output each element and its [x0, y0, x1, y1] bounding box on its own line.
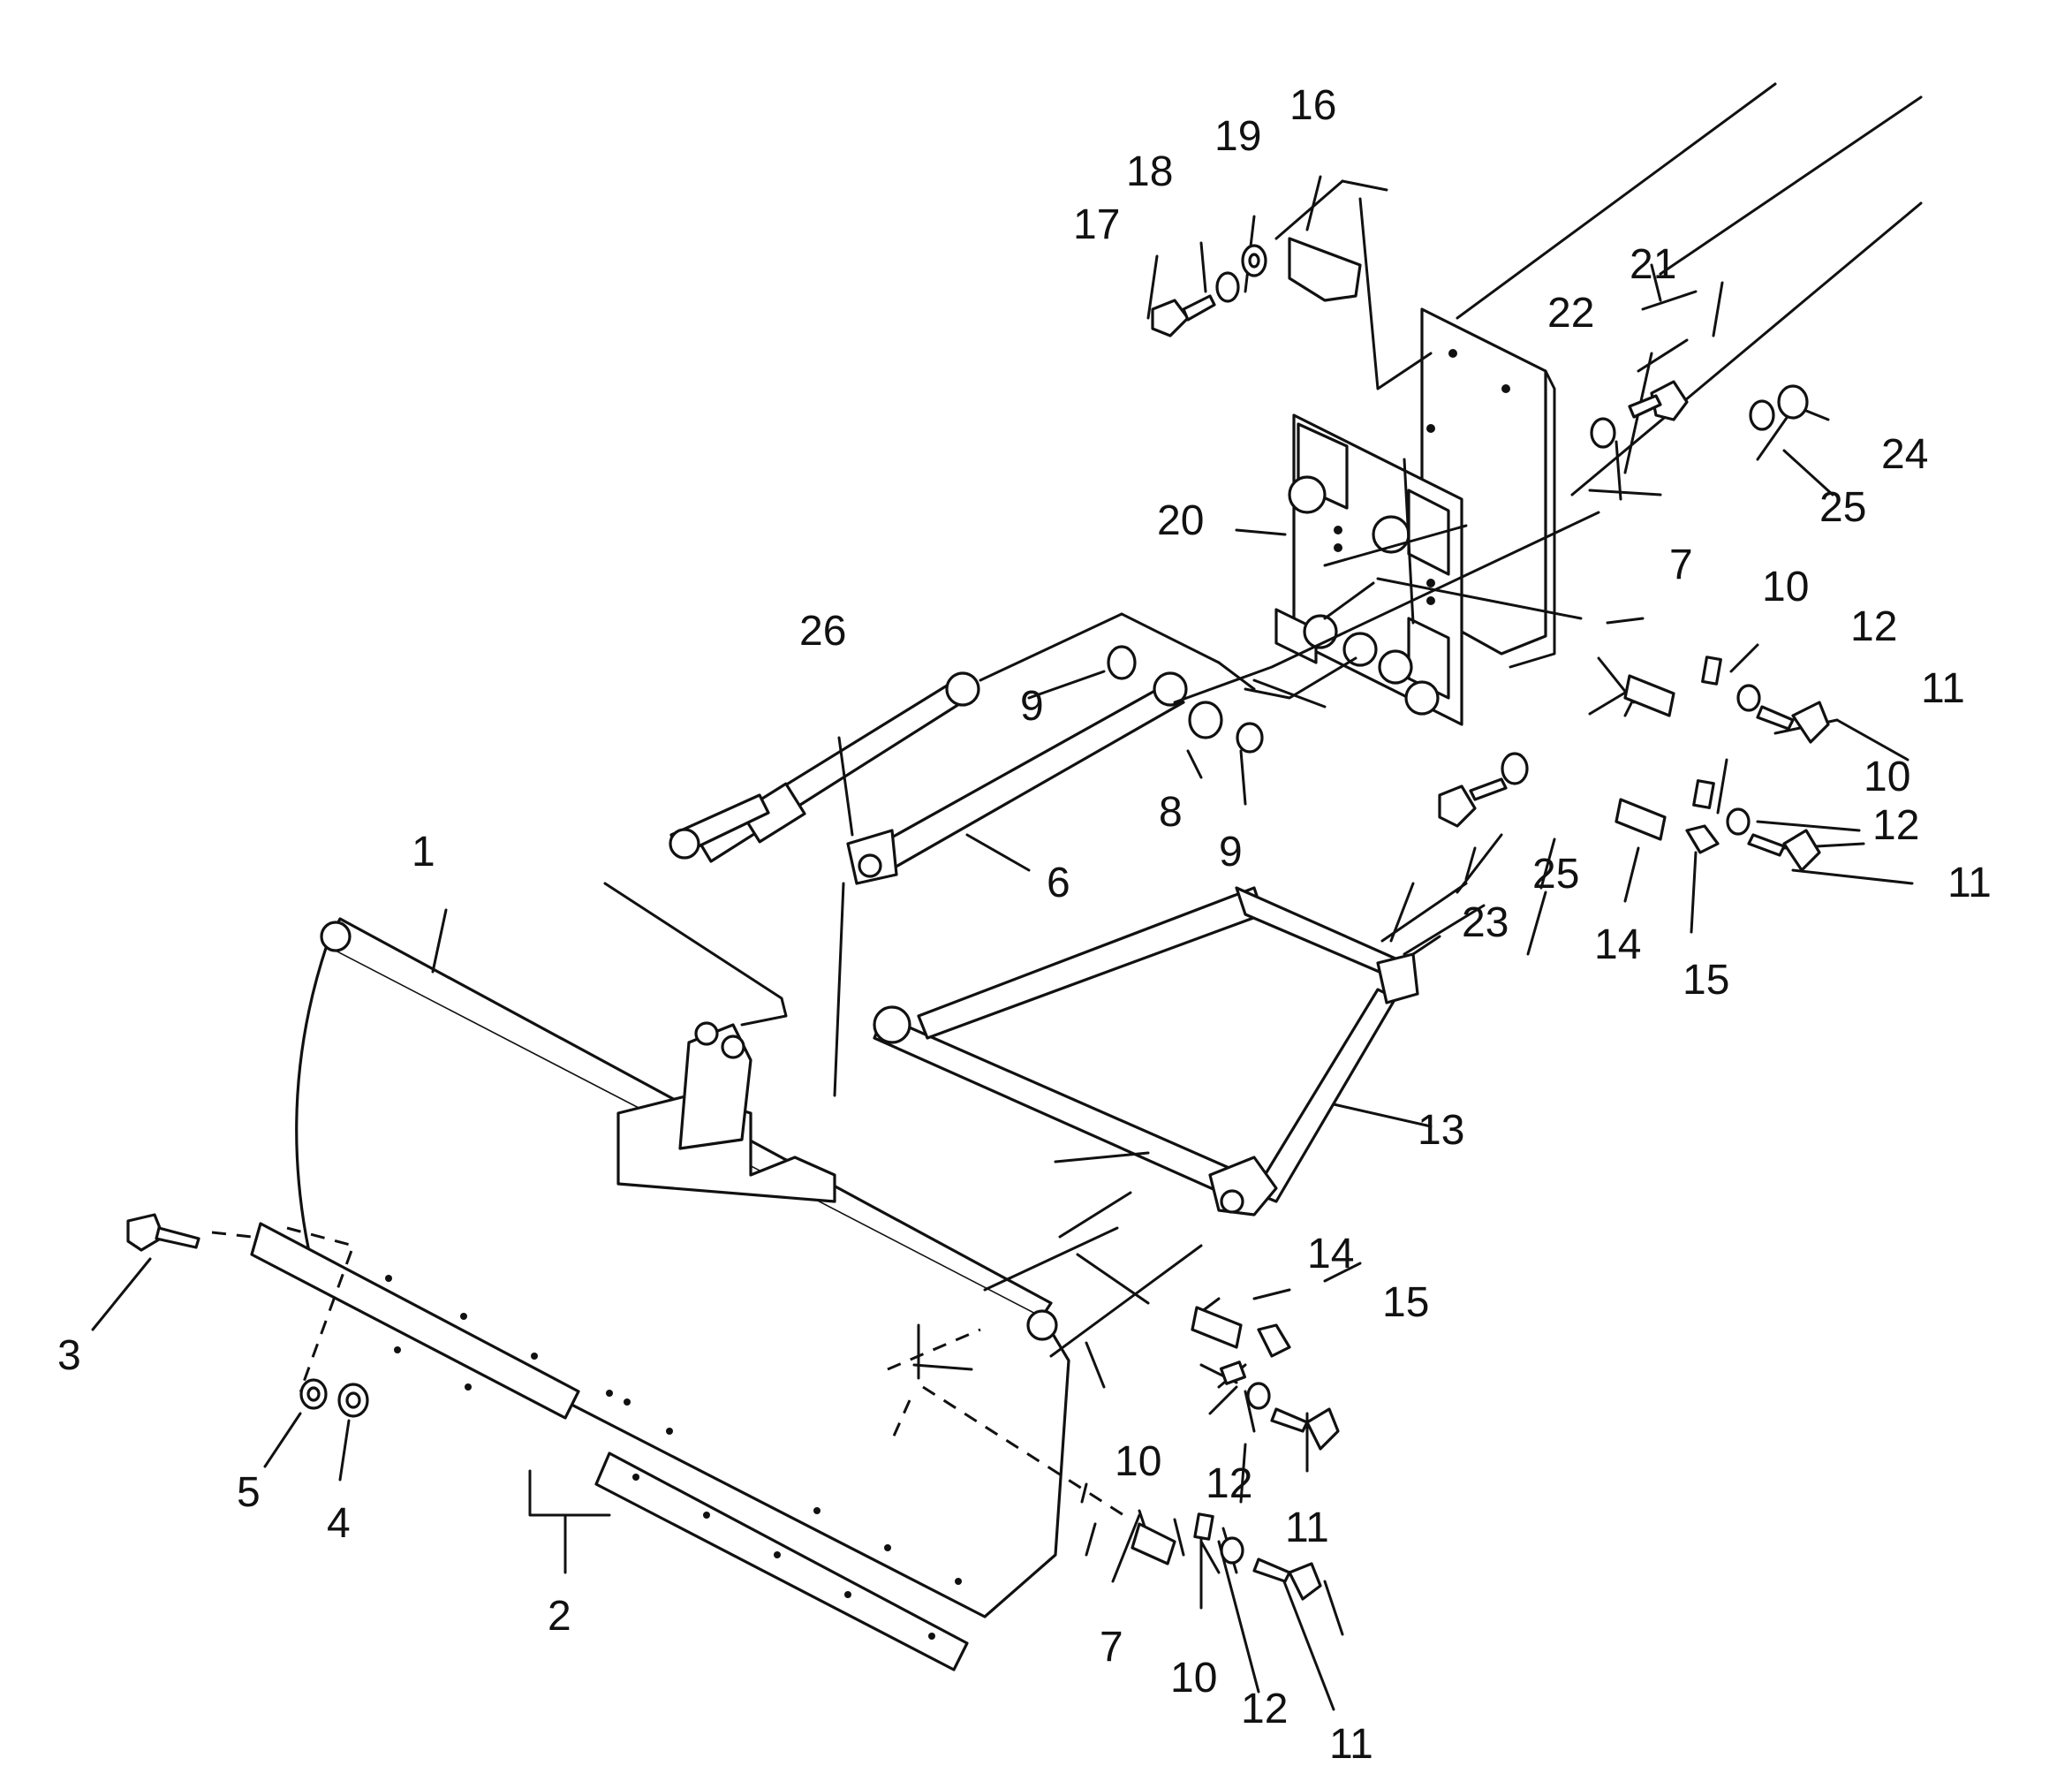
- callout-12-d: 12: [1241, 1686, 1288, 1732]
- cutting-edge-fasteners: [126, 1213, 369, 1418]
- callout-10-c: 10: [1115, 1438, 1161, 1485]
- callout-19: 19: [1214, 113, 1261, 160]
- callout-13: 13: [1418, 1107, 1464, 1154]
- callout-7-upper: 7: [1669, 542, 1693, 588]
- callout-2: 2: [548, 1593, 571, 1640]
- callout-9-left: 9: [1020, 683, 1044, 730]
- callout-21: 21: [1630, 241, 1676, 288]
- callout-12-a: 12: [1850, 603, 1897, 650]
- callout-7-lower: 7: [1100, 1624, 1123, 1671]
- cutting-edge: [250, 1222, 969, 1671]
- callout-labels: 1 2 3 4 5 6 7 7 8 9 9 10 10 10 10 11 11 …: [57, 82, 1992, 1766]
- callout-12-b: 12: [1872, 802, 1919, 849]
- callout-24: 24: [1881, 431, 1928, 478]
- blade: [295, 917, 1070, 1618]
- cross-frame: [873, 886, 1419, 1216]
- hardware: [1107, 237, 1830, 1601]
- callout-11-d: 11: [1329, 1721, 1373, 1766]
- callout-22: 22: [1547, 290, 1594, 337]
- callout-15-lower: 15: [1382, 1279, 1429, 1326]
- callout-8: 8: [1159, 789, 1183, 836]
- callout-25-upper: 25: [1819, 484, 1866, 531]
- callout-16: 16: [1289, 82, 1336, 129]
- hidden-lines: [211, 1226, 1131, 1521]
- leader-lines: [91, 175, 1914, 1711]
- callout-11-c: 11: [1285, 1505, 1329, 1551]
- callout-5: 5: [237, 1469, 261, 1516]
- callout-20: 20: [1157, 497, 1204, 544]
- callout-15-upper: 15: [1683, 957, 1729, 1004]
- lift-cylinder: [669, 671, 980, 863]
- callout-1: 1: [412, 829, 435, 875]
- callout-4: 4: [327, 1500, 351, 1547]
- callout-9-right: 9: [1219, 829, 1243, 875]
- callout-3: 3: [57, 1332, 81, 1379]
- bracket-plate: [1274, 413, 1463, 726]
- callout-14-upper: 14: [1594, 921, 1641, 968]
- callout-12-c: 12: [1206, 1460, 1252, 1507]
- callout-14-lower: 14: [1307, 1231, 1354, 1277]
- brace-rod: [846, 671, 1188, 885]
- callout-11-a: 11: [1921, 665, 1965, 712]
- callout-10-b: 10: [1864, 754, 1910, 800]
- callout-23: 23: [1462, 899, 1509, 946]
- callout-6: 6: [1047, 860, 1070, 906]
- callout-26: 26: [799, 608, 846, 655]
- callout-10-a: 10: [1762, 564, 1809, 610]
- callout-17: 17: [1073, 201, 1120, 248]
- callout-25-lower: 25: [1532, 851, 1579, 898]
- callout-18: 18: [1126, 148, 1173, 195]
- callout-11-b: 11: [1947, 860, 1992, 906]
- callout-10-d: 10: [1170, 1655, 1217, 1702]
